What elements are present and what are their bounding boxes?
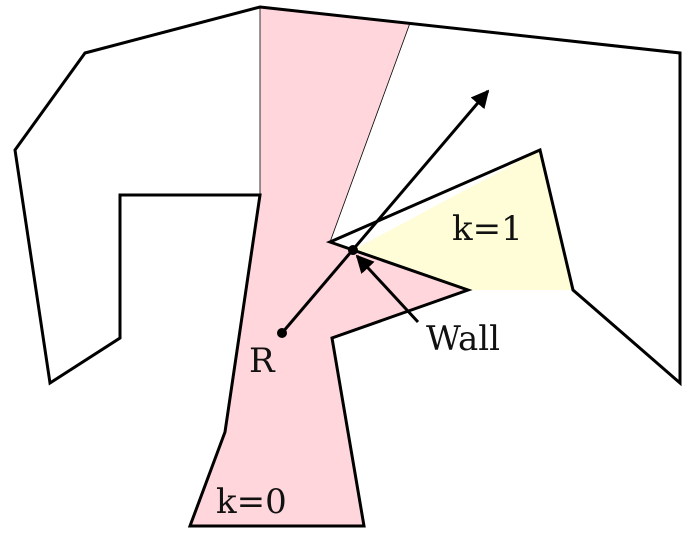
label-k0: k=0 bbox=[216, 482, 287, 522]
k1-visibility-region bbox=[353, 150, 573, 290]
room-polygon bbox=[13, 5, 682, 528]
wall-hit-dot bbox=[348, 245, 358, 255]
label-r: R bbox=[249, 341, 276, 381]
ray-arrow bbox=[280, 89, 490, 334]
point-r-dot bbox=[277, 328, 287, 338]
k0-visibility-region bbox=[190, 7, 468, 526]
label-wall: Wall bbox=[426, 319, 500, 359]
label-k1: k=1 bbox=[452, 209, 523, 249]
k0-boundary-line-right bbox=[329, 22, 411, 243]
wall-pointer-arrow bbox=[355, 254, 420, 324]
